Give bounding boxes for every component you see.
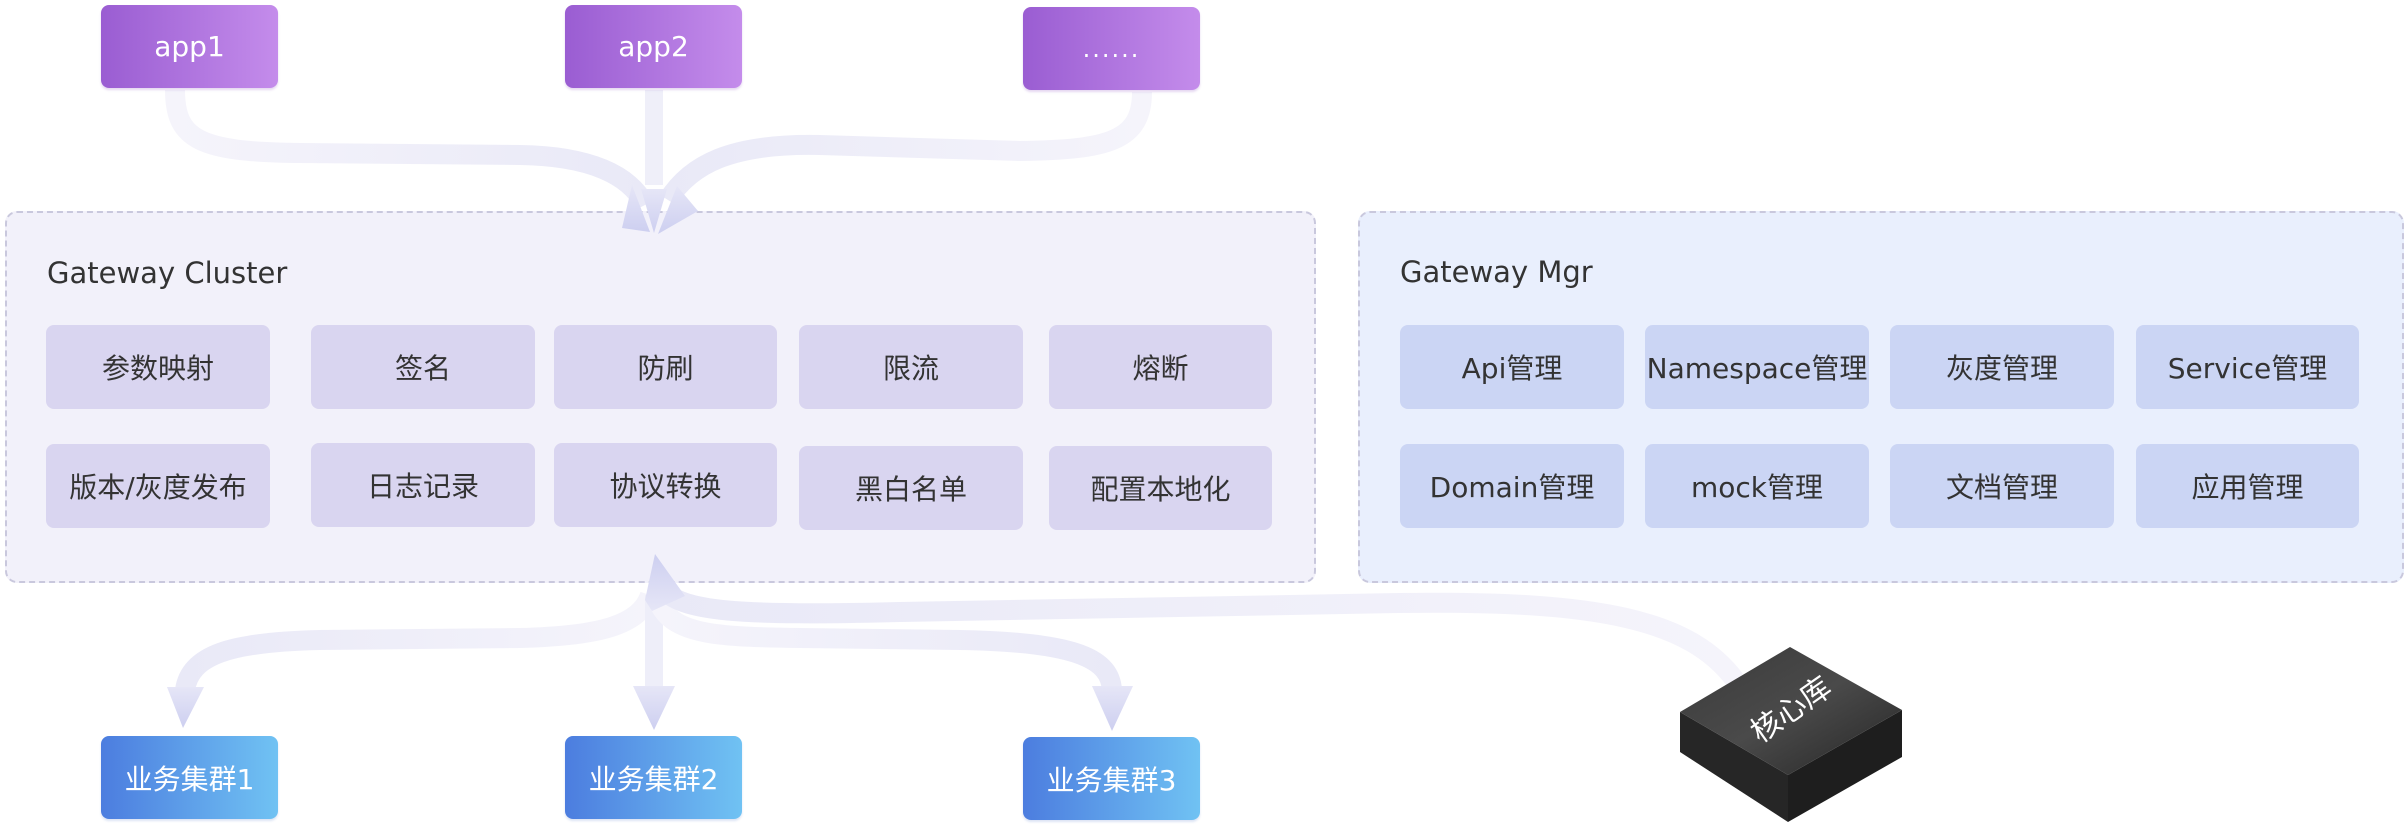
mgr-chip[interactable]: Namespace管理	[1645, 325, 1869, 409]
arrowhead-app1	[622, 185, 650, 232]
business-cluster-label: 业务集群2	[588, 762, 719, 796]
business-cluster-2[interactable]: 业务集群2	[565, 736, 742, 819]
cube-right-face	[1788, 710, 1902, 822]
app-node-app1[interactable]: app1	[101, 5, 278, 88]
app-label: app2	[618, 30, 689, 63]
business-cluster-3[interactable]: 业务集群3	[1023, 737, 1200, 820]
arrowhead-to-cluster	[645, 554, 685, 611]
mgr-chip[interactable]: mock管理	[1645, 444, 1869, 528]
arrowhead-biz2	[633, 686, 675, 730]
cluster-chip[interactable]: 版本/灰度发布	[46, 444, 270, 528]
business-cluster-1[interactable]: 业务集群1	[101, 736, 278, 819]
cluster-chip[interactable]: 配置本地化	[1049, 446, 1272, 530]
app-label: ......	[1082, 34, 1141, 63]
business-cluster-label: 业务集群1	[124, 762, 255, 796]
arrowhead-app2	[641, 189, 667, 233]
cluster-chip[interactable]: 限流	[799, 325, 1023, 409]
cluster-chip[interactable]: 参数映射	[46, 325, 270, 409]
flow-cluster-to-biz3	[651, 599, 1122, 692]
flow-app1-to-cluster	[165, 89, 654, 210]
gateway-cluster-title: Gateway Cluster	[47, 256, 288, 290]
business-cluster-label: 业务集群3	[1046, 763, 1177, 797]
database-cube-icon	[1680, 647, 1902, 822]
mgr-chip[interactable]: 灰度管理	[1890, 325, 2114, 409]
cube-top-face	[1680, 647, 1902, 775]
cluster-chip[interactable]: 黑白名单	[799, 446, 1023, 530]
arrowhead-dots	[658, 186, 698, 234]
cluster-chip[interactable]: 防刷	[554, 325, 777, 409]
app-node-app2[interactable]: app2	[565, 5, 742, 88]
flow-coredb-to-cluster	[654, 581, 1743, 687]
mgr-chip[interactable]: 文档管理	[1890, 444, 2114, 528]
mgr-chip[interactable]: Service管理	[2136, 325, 2359, 409]
arrowhead-biz1	[167, 687, 204, 728]
mgr-chip[interactable]: Domain管理	[1400, 444, 1624, 528]
mgr-chip[interactable]: Api管理	[1400, 325, 1624, 409]
app-label: app1	[154, 30, 225, 63]
flow-dots-to-cluster	[659, 91, 1152, 206]
core-db[interactable]: 核心库	[1670, 640, 1915, 828]
app-node-more[interactable]: ......	[1023, 7, 1200, 90]
cluster-chip[interactable]: 日志记录	[311, 443, 535, 527]
gateway-mgr-title: Gateway Mgr	[1400, 255, 1593, 289]
cube-left-face	[1680, 712, 1788, 822]
cluster-chip[interactable]: 协议转换	[554, 443, 777, 527]
cluster-chip[interactable]: 签名	[311, 325, 535, 409]
mgr-chip[interactable]: 应用管理	[2136, 444, 2359, 528]
flow-cluster-to-biz1	[175, 591, 660, 693]
cluster-chip[interactable]: 熔断	[1049, 325, 1272, 409]
arrowhead-biz3	[1092, 686, 1133, 731]
